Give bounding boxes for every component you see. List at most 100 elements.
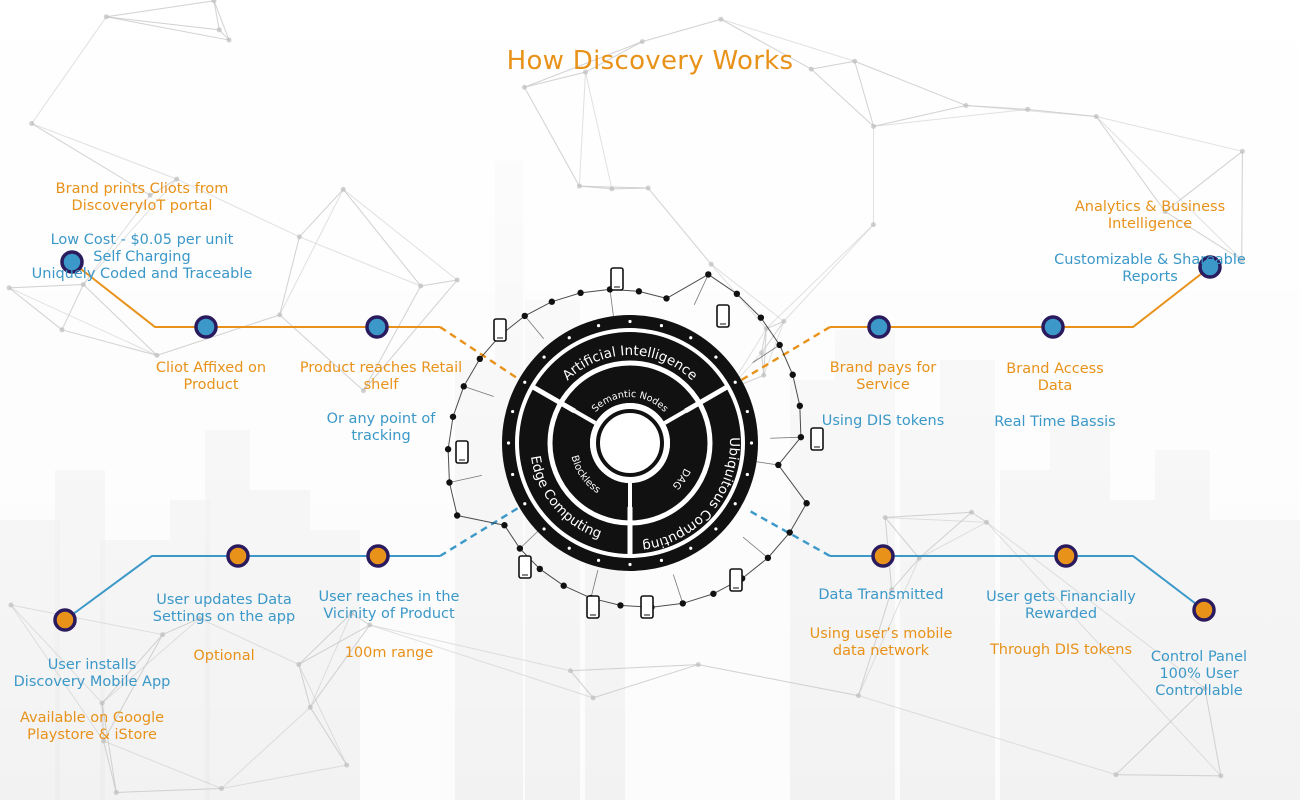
mesh-link (103, 740, 117, 793)
mesh-node (219, 785, 225, 791)
mesh-link (1115, 687, 1206, 776)
mesh-node (344, 762, 350, 768)
mesh-link (585, 41, 643, 73)
mesh-link (420, 279, 458, 287)
device-link (551, 292, 581, 303)
mesh-node (80, 282, 86, 288)
mesh-node (969, 509, 975, 515)
mesh-link (299, 189, 344, 238)
smartphone-icon (610, 267, 624, 291)
step-user-updates-title: User updates Data Settings on the app (152, 592, 296, 625)
device-node (797, 433, 805, 441)
mesh-link (10, 604, 163, 636)
step-brand-prints: Brand prints Cliots from DiscoveryIoT po… (22, 164, 262, 300)
device-link (693, 274, 709, 305)
mesh-link (299, 236, 421, 287)
device-link (651, 602, 683, 608)
smartphone-icon (716, 304, 730, 328)
ring-band-dot (567, 336, 571, 340)
mesh-link (31, 123, 151, 196)
device-node (501, 522, 508, 529)
mesh-node (296, 234, 302, 240)
ring-band-dot (542, 355, 546, 359)
ring-band-dot (596, 558, 601, 562)
mesh-node (211, 0, 217, 4)
network-mesh (6, 0, 1245, 795)
ring-band-dot (596, 324, 601, 328)
mesh-link (298, 612, 352, 665)
device-node (710, 590, 717, 597)
step-product-reaches-title: Product reaches Retail shelf (299, 360, 463, 393)
device-link (736, 293, 762, 318)
step-node (60, 250, 84, 274)
flow-connector-bottom-left (439, 503, 524, 558)
device-node (460, 383, 467, 390)
device-link (447, 449, 450, 483)
step-user-updates-details: Optional (193, 648, 255, 664)
mesh-node (1113, 772, 1119, 778)
device-node (453, 512, 461, 519)
mesh-link (1204, 688, 1222, 776)
mesh-link (647, 187, 712, 265)
mesh-link (298, 664, 311, 708)
mesh-node (147, 192, 153, 198)
ring-band-dot (567, 546, 571, 550)
mesh-node (761, 372, 767, 378)
step-analytics-title: Analytics & Business Intelligence (1074, 199, 1226, 232)
step-data-transmitted-details: Using user’s mobile data network (809, 626, 953, 659)
device-node (803, 500, 810, 507)
mesh-node (1093, 113, 1099, 119)
mesh-link (309, 613, 352, 708)
mesh-link (524, 71, 586, 88)
mesh-link (61, 284, 84, 331)
mesh-link (986, 521, 1206, 689)
mesh-node (718, 16, 724, 22)
mesh-link (761, 328, 767, 353)
mesh-link (363, 285, 422, 391)
step-brand-pays-title: Brand pays for Service (829, 360, 937, 393)
mesh-link (351, 612, 371, 626)
mesh-link (10, 604, 103, 704)
mesh-node (277, 312, 283, 318)
mesh-link (1164, 211, 1242, 261)
mesh-link (369, 624, 594, 699)
mesh-link (579, 185, 649, 189)
mesh-link (1164, 150, 1243, 212)
mesh-link (309, 624, 371, 708)
device-node (789, 371, 796, 378)
device-link (742, 536, 769, 559)
mesh-link (873, 108, 1028, 127)
mesh-link (986, 521, 1222, 777)
ring-inner-separator (663, 409, 687, 425)
mesh-link (971, 511, 987, 523)
mesh-node (8, 602, 14, 608)
device-link (752, 344, 780, 363)
ring-inner-separator (573, 409, 597, 425)
device-link (708, 274, 738, 295)
step-user-installs-details: Available on Google Playstore & iStore (19, 710, 165, 743)
device-node (560, 582, 567, 589)
step-user-reaches: User reaches in the Vicinity of Product … (306, 572, 472, 679)
mesh-link (162, 617, 200, 636)
step-cliot-affixed: Cliot Affixed on Product (138, 343, 284, 411)
device-link (463, 358, 481, 387)
device-link (638, 290, 667, 299)
ring-band-dot (523, 380, 527, 384)
mesh-link (854, 60, 967, 106)
ring-band-dot (714, 527, 718, 531)
mesh-node (99, 700, 105, 706)
mesh-node (984, 519, 990, 525)
mesh-link (763, 321, 785, 376)
mesh-link (854, 61, 875, 127)
device-link (539, 568, 564, 587)
device-link (448, 482, 458, 516)
step-product-reaches-details: Or any point of tracking (326, 411, 436, 444)
mesh-link (101, 703, 105, 742)
device-link (741, 557, 769, 579)
device-link (789, 502, 808, 533)
device-node (775, 461, 782, 469)
mesh-node (154, 352, 160, 358)
